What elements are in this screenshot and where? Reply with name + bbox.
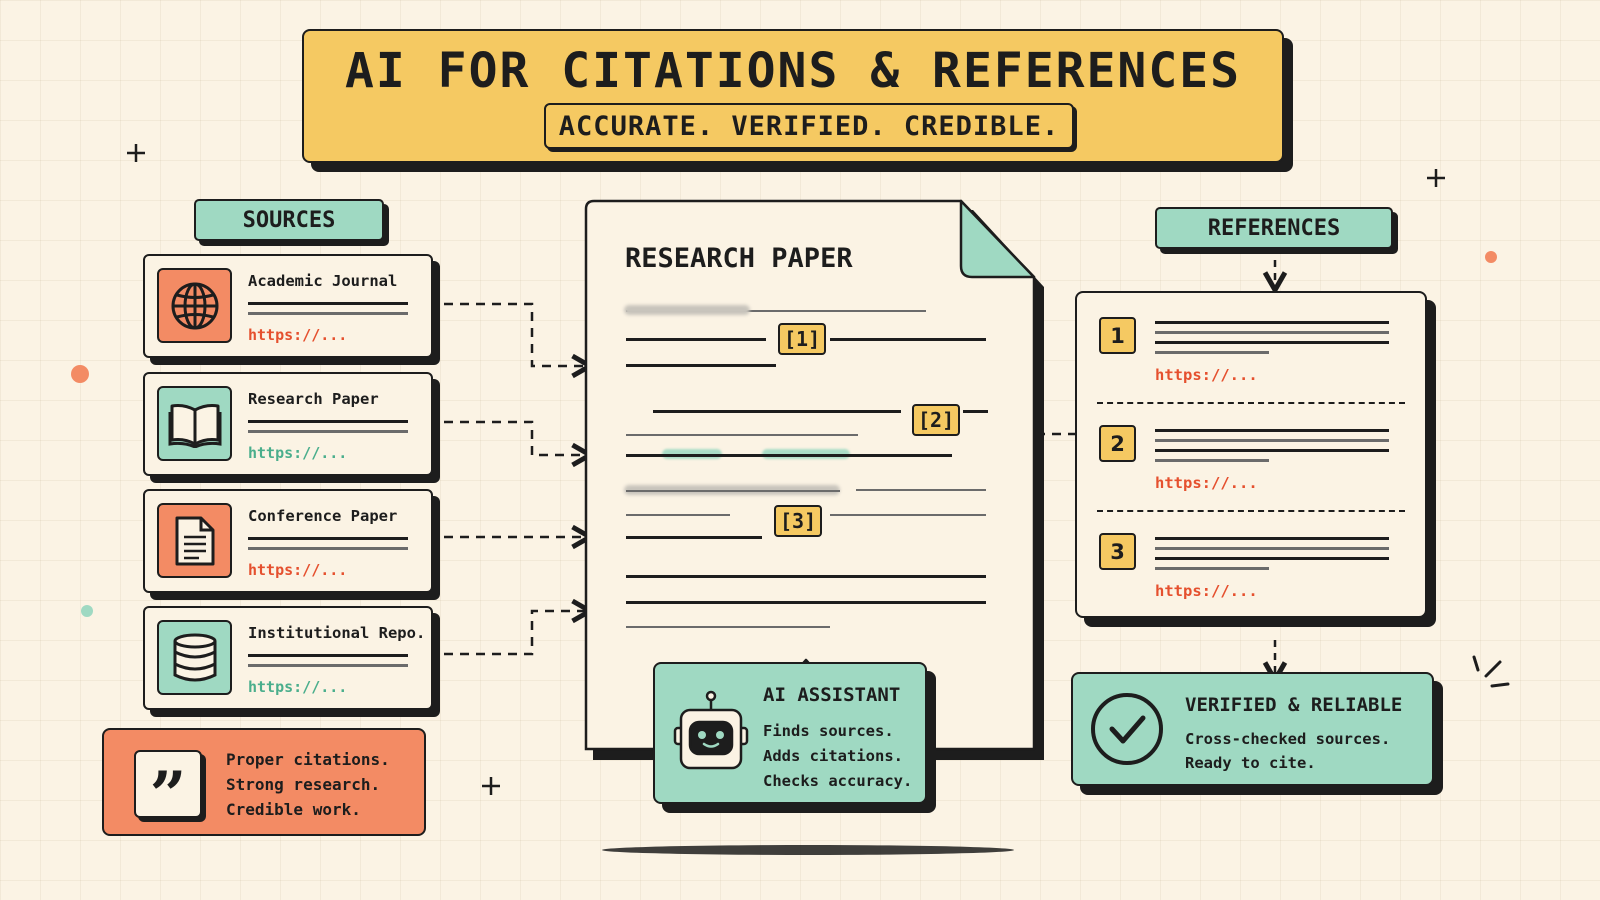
text-placeholder-line [1155, 459, 1269, 462]
reference-url[interactable]: https://... [1155, 366, 1258, 384]
source-connector-arrows [444, 302, 590, 656]
page-fold-corner [959, 199, 1036, 279]
ai-assistant-panel: AI ASSISTANT Finds sources. Adds citatio… [653, 662, 927, 804]
citation-tag[interactable]: [2] [912, 404, 961, 436]
document-icon [157, 503, 232, 578]
text-placeholder-line [626, 454, 952, 457]
text-placeholder-line [626, 536, 762, 539]
verified-line: Cross-checked sources. [1185, 730, 1391, 748]
verified-panel: VERIFIED & RELIABLE Cross-checked source… [1071, 672, 1434, 786]
dot-decoration [71, 365, 89, 383]
text-placeholder-line [248, 302, 408, 305]
text-placeholder-line [626, 626, 830, 628]
text-placeholder-line [626, 514, 730, 516]
text-placeholder-line [830, 514, 986, 516]
dashed-divider [1097, 510, 1405, 512]
source-card-research-paper[interactable]: Research Paper https://... [143, 372, 433, 476]
citation-tag[interactable]: [3] [774, 505, 823, 537]
text-placeholder-line [963, 410, 988, 413]
text-placeholder-line [626, 601, 986, 604]
open-book-icon [157, 386, 232, 461]
source-title: Institutional Repo. [248, 624, 426, 642]
dot-decoration [1485, 251, 1497, 263]
dashed-divider [1097, 402, 1405, 404]
text-placeholder-line [248, 537, 408, 540]
ai-assistant-line: Adds citations. [763, 747, 903, 765]
sources-label: SOURCES [194, 199, 384, 241]
burst-rays-icon [1472, 655, 1510, 688]
quote-line: Credible work. [226, 800, 361, 819]
text-placeholder-line [248, 430, 408, 433]
source-card-institutional-repo[interactable]: Institutional Repo. https://... [143, 606, 433, 710]
ai-assistant-line: Finds sources. [763, 722, 894, 740]
source-url[interactable]: https://... [248, 326, 348, 344]
text-placeholder-line [626, 434, 858, 436]
floor-shadow [602, 845, 1014, 855]
reference-number: 3 [1099, 533, 1136, 570]
text-placeholder-line [248, 654, 408, 657]
text-placeholder-line [1155, 351, 1269, 354]
reference-url[interactable]: https://... [1155, 582, 1258, 600]
text-placeholder-line [1155, 429, 1389, 432]
text-placeholder-line [1155, 321, 1389, 324]
text-placeholder-line [1155, 557, 1389, 560]
ai-assistant-title: AI ASSISTANT [763, 684, 901, 706]
robot-icon [671, 688, 751, 782]
database-icon [157, 620, 232, 695]
text-placeholder-line [653, 410, 901, 413]
text-placeholder-line [626, 310, 926, 312]
text-placeholder-line [1155, 341, 1389, 344]
verified-title: VERIFIED & RELIABLE [1185, 694, 1403, 716]
text-placeholder-line [830, 338, 986, 341]
reference-number: 2 [1099, 425, 1136, 462]
text-placeholder-line [248, 664, 408, 667]
text-placeholder-line [1155, 331, 1389, 334]
text-placeholder-line [1155, 449, 1389, 452]
text-placeholder-line [626, 364, 776, 367]
source-card-conference-paper[interactable]: Conference Paper https://... [143, 489, 433, 593]
source-card-academic-journal[interactable]: Academic Journal https://... [143, 254, 433, 358]
checkmark-circle-icon [1089, 691, 1165, 771]
text-placeholder-line [248, 547, 408, 550]
quote-line: Proper citations. [226, 750, 390, 769]
citation-tag[interactable]: [1] [778, 323, 827, 355]
text-placeholder-line [1155, 439, 1389, 442]
text-placeholder-line [248, 312, 408, 315]
globe-icon [157, 268, 232, 343]
highlight-blur [624, 305, 750, 315]
verified-line: Ready to cite. [1185, 754, 1316, 772]
sparkle-plus-icon [127, 144, 1445, 795]
source-title: Research Paper [248, 390, 379, 408]
text-placeholder-line [1155, 537, 1389, 540]
references-label: REFERENCES [1155, 207, 1393, 249]
source-url[interactable]: https://... [248, 561, 348, 579]
text-placeholder-line [626, 575, 986, 578]
source-url[interactable]: https://... [248, 444, 348, 462]
quote-mark-icon: ” [134, 750, 202, 828]
text-placeholder-line [626, 490, 840, 492]
title-banner: AI FOR CITATIONS & REFERENCES ACCURATE. … [302, 29, 1284, 163]
text-placeholder-line [626, 338, 766, 341]
ai-assistant-line: Checks accuracy. [763, 772, 913, 790]
reference-number: 1 [1099, 317, 1136, 354]
page-title: AI FOR CITATIONS & REFERENCES [344, 43, 1242, 99]
text-placeholder-line [1155, 567, 1269, 570]
quote-line: Strong research. [226, 775, 381, 794]
page-subtitle: ACCURATE. VERIFIED. CREDIBLE. [544, 103, 1074, 149]
dot-decoration [81, 605, 93, 617]
references-list: 1 https://... 2 https://... 3 https://..… [1075, 291, 1427, 618]
source-url[interactable]: https://... [248, 678, 348, 696]
text-placeholder-line [1155, 547, 1389, 550]
paper-title: RESEARCH PAPER [625, 243, 853, 274]
reference-url[interactable]: https://... [1155, 474, 1258, 492]
source-title: Conference Paper [248, 507, 398, 525]
text-placeholder-line [856, 489, 986, 491]
source-title: Academic Journal [248, 272, 398, 290]
quote-callout: ” Proper citations. Strong research. Cre… [102, 728, 426, 836]
text-placeholder-line [248, 420, 408, 423]
